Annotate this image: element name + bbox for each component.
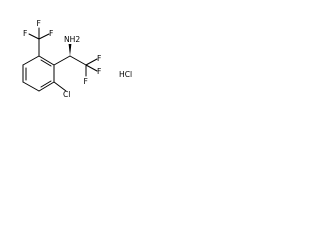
atom-label-f: F [97, 67, 101, 76]
atom-label-f: F [49, 29, 53, 38]
bond-ring-cl [53, 81, 67, 92]
atom-labels: F F F NH2 F F F Cl HCl [23, 19, 132, 99]
ring-bond-1 [22, 55, 40, 66]
bond-cf3-right-f1 [85, 58, 98, 66]
atom-label-f: F [84, 77, 88, 86]
atom-label-f: F [37, 19, 41, 28]
ring-bond-2 [38, 55, 55, 66]
salt-label: HCl [119, 70, 132, 79]
bond-cf3-top-f2 [28, 33, 40, 40]
bonds [22, 27, 98, 92]
ring-double-bond-2 [40, 59, 52, 67]
wedge-bond-amine [68, 44, 72, 56]
molecule-structure: F F F NH2 F F F Cl HCl [22, 19, 132, 99]
bond-chiral-cf3 [69, 55, 87, 66]
bond-ring-chiral [53, 55, 71, 66]
ring-bond-4 [38, 81, 55, 92]
bond-cf3-right-f2 [85, 64, 98, 72]
ring-double-bond-3 [40, 80, 52, 88]
ring-bond-5 [22, 81, 40, 92]
bond-cf3-top-f3 [38, 33, 50, 40]
atom-label-chlorine: Cl [63, 90, 70, 99]
atom-label-f: F [23, 29, 27, 38]
atom-label-f: F [97, 54, 101, 63]
atom-label-amine: NH2 [64, 35, 80, 44]
